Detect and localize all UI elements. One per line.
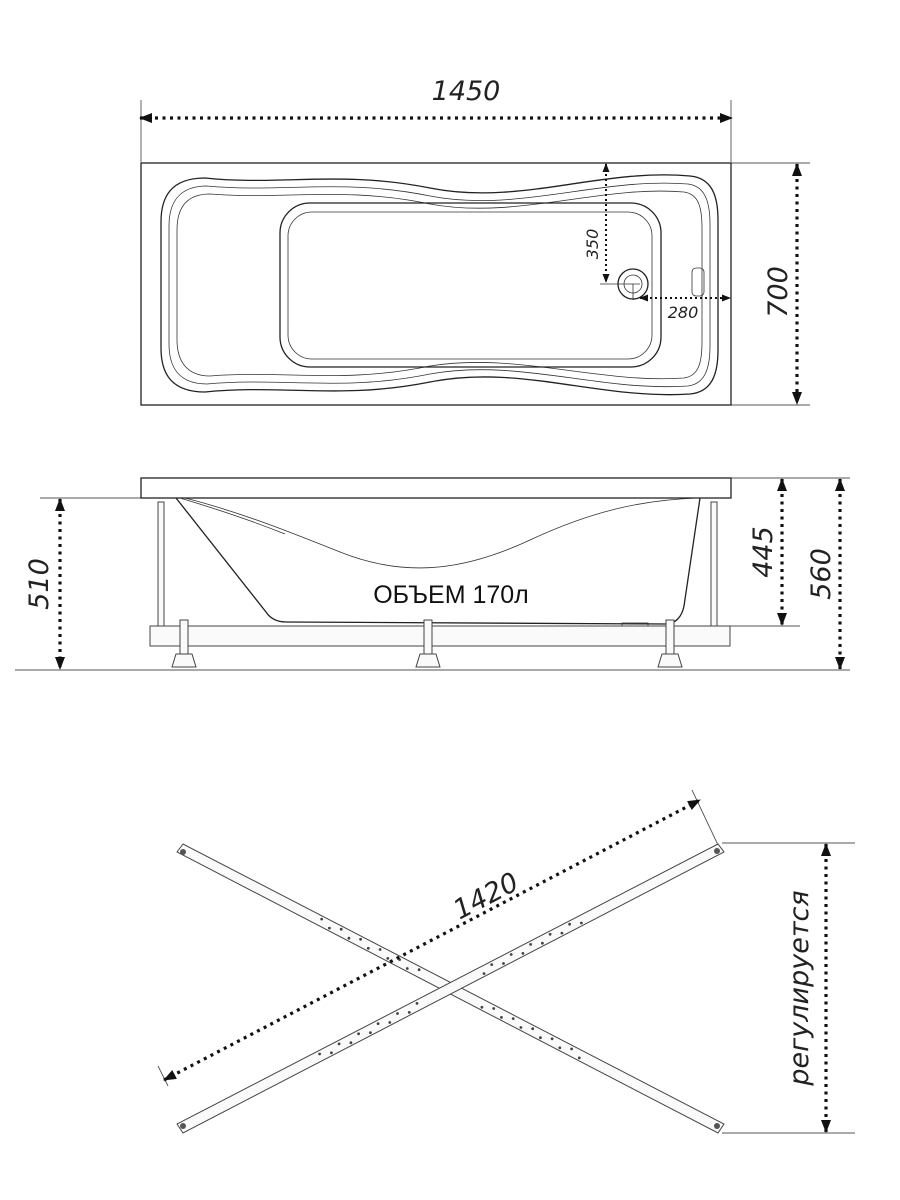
- frame-hole-b-18: [548, 932, 552, 936]
- frame-hole-a-12: [492, 1007, 496, 1010]
- frame-hole-b-14: [509, 953, 513, 956]
- frame-hole-b-9: [407, 1011, 411, 1014]
- frame-hole-a-14: [511, 1017, 515, 1020]
- tub-floor-outer: [279, 202, 662, 368]
- frame-hole-b-2: [337, 1042, 341, 1046]
- bar-b-end-hole-2: [714, 848, 720, 854]
- frame-hole-b-6: [376, 1022, 380, 1025]
- frame-length-dimension-label: 1420: [448, 867, 523, 926]
- frame-hole-a-16: [531, 1027, 535, 1031]
- frame-hole-b-12: [490, 963, 494, 966]
- frame-hole-a-19: [558, 1046, 562, 1050]
- foot-3-base: [657, 653, 683, 668]
- foot-1-base: [171, 653, 197, 668]
- frame-hole-a-11: [480, 1005, 484, 1009]
- adjustable-label: регулируется: [784, 890, 815, 1086]
- tub-bowl-inner-contour: [176, 190, 703, 380]
- tub-body-side: [175, 497, 701, 625]
- frame-rail: [149, 625, 731, 647]
- frame-hole-b-1: [330, 1051, 333, 1055]
- frame-hole-b-15: [521, 952, 525, 955]
- width-dimension-label: 700: [763, 266, 794, 318]
- bar-a-end-hole-2: [714, 1123, 720, 1129]
- frame-view: 1420 регулируется: [157, 789, 855, 1134]
- top-view: 1450 700 350 280: [139, 76, 810, 406]
- frame-hole-b-20: [568, 922, 571, 926]
- frame-hole-b-17: [541, 941, 544, 945]
- foot-2-base: [415, 653, 441, 668]
- tub-rim-outline: [140, 162, 732, 406]
- tub-rim-side: [140, 477, 732, 499]
- frame-hole-b-13: [502, 962, 505, 965]
- tub-bowl-mid-contour: [168, 182, 711, 388]
- frame-hole-a-15: [519, 1026, 523, 1029]
- drain-y-dimension-label: 350: [583, 229, 602, 260]
- frame-hole-a-9: [405, 967, 409, 970]
- frame-hole-a-0: [320, 917, 324, 921]
- frame-length-extension-end: [691, 789, 719, 846]
- height-with-feet-dimension-label: 560: [806, 548, 837, 600]
- bar-a-end-hole-1: [180, 849, 186, 855]
- frame-hole-a-5: [366, 946, 370, 950]
- frame-hole-b-16: [529, 943, 532, 946]
- frame-hole-a-10: [417, 968, 421, 972]
- frame-hole-b-21: [580, 921, 583, 925]
- frame-length-extension-start: [157, 1065, 169, 1087]
- tub-side-wave-edge: [179, 497, 286, 535]
- frame-hole-b-5: [369, 1031, 372, 1034]
- frame-hole-a-21: [577, 1056, 581, 1060]
- support-post-left: [157, 501, 165, 627]
- tub-floor-inner: [287, 211, 653, 360]
- tub-side-wave: [184, 497, 699, 569]
- frame-hole-a-17: [539, 1036, 542, 1040]
- frame-hole-b-4: [357, 1032, 360, 1036]
- frame-hole-a-1: [328, 926, 331, 930]
- support-post-right: [710, 501, 718, 627]
- frame-hole-b-8: [396, 1012, 399, 1015]
- adjustable-feet: [171, 619, 683, 668]
- frame-hole-a-6: [378, 948, 382, 951]
- volume-label: ОБЪЕМ 170л: [373, 581, 529, 609]
- frame-hole-a-20: [570, 1047, 573, 1051]
- frame-hole-a-2: [339, 927, 343, 931]
- frame-hole-b-10: [415, 1002, 419, 1005]
- frame-hole-a-4: [359, 937, 362, 941]
- frame-hole-a-3: [347, 936, 351, 940]
- frame-hole-b-7: [388, 1021, 392, 1024]
- frame-hole-a-7: [386, 957, 390, 960]
- frame-hole-b-3: [349, 1041, 353, 1045]
- frame-length-dimension-arrow: [163, 798, 701, 1082]
- frame-hole-a-18: [550, 1037, 554, 1041]
- side-view: 510 445 560 ОБЪЕМ 170л: [15, 477, 850, 671]
- frame-hole-a-13: [500, 1016, 503, 1019]
- frame-hole-b-11: [482, 972, 486, 975]
- bar-b-end-hole-1: [180, 1123, 186, 1129]
- tub-depth-dimension-label: 445: [748, 526, 779, 578]
- length-dimension-label: 1450: [432, 76, 501, 107]
- frame-hole-b-0: [318, 1052, 321, 1056]
- total-height-dimension-label: 510: [24, 558, 55, 610]
- frame-hole-b-19: [560, 931, 564, 935]
- drain-x-dimension-label: 280: [668, 303, 699, 322]
- tub-bowl-outer-contour: [160, 174, 719, 396]
